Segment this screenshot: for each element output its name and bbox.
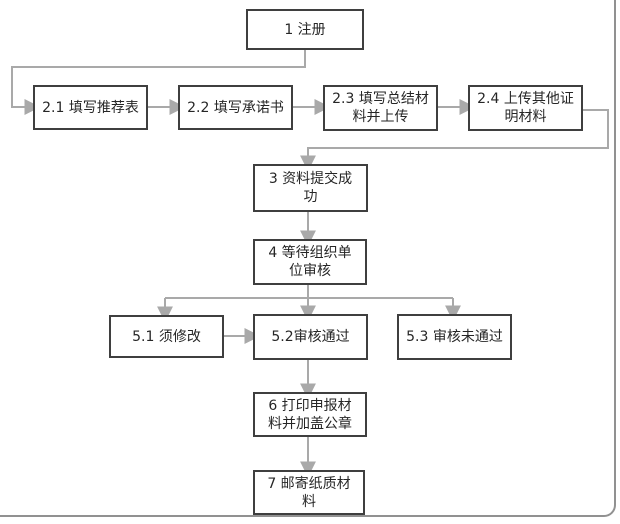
flow-node-2-4-upload-other-proof: 2.4 上传其他证 明材料	[468, 85, 583, 131]
edge-2-4-to-3	[300, 109, 609, 172]
flow-node-2-1-fill-recommendation-form: 2.1 填写推荐表	[33, 85, 148, 130]
flow-node-1-register: 1 注册	[246, 9, 364, 50]
edge-1-to-2-1	[11, 50, 306, 115]
flow-node-7-mail-paper-materials: 7 邮寄纸质材 料	[253, 470, 365, 515]
flow-node-5-1-needs-revision: 5.1 须修改	[109, 315, 224, 358]
flow-node-4-wait-for-review: 4 等待组织单 位审核	[253, 239, 367, 285]
flow-node-5-2-review-passed: 5.2审核通过	[253, 314, 368, 360]
flow-node-2-2-fill-commitment-letter: 2.2 填写承诺书	[178, 85, 293, 130]
flow-node-3-submission-success: 3 资料提交成 功	[253, 164, 368, 212]
flow-node-5-3-review-failed: 5.3 审核未通过	[397, 314, 512, 360]
flow-node-2-3-fill-summary-and-upload: 2.3 填写总结材 料并上传	[323, 85, 438, 131]
flow-node-6-print-and-stamp: 6 打印申报材 料并加盖公章	[253, 392, 367, 437]
